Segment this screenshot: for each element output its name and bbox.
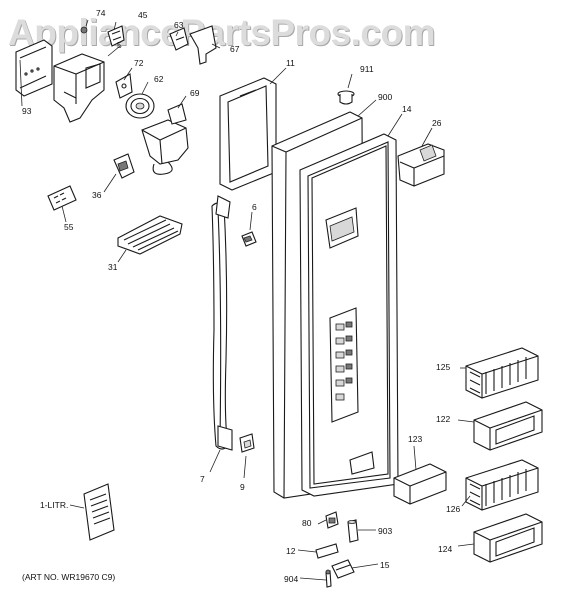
watermark: AppliancePartsPros.com (8, 12, 435, 53)
label-122: 122 (436, 414, 450, 424)
part-904 (325, 569, 332, 588)
label-31: 31 (108, 262, 118, 272)
label-124: 124 (438, 544, 452, 554)
label-903: 903 (378, 526, 392, 536)
label-15: 15 (380, 560, 390, 570)
label-72: 72 (134, 58, 144, 68)
part-36 (113, 153, 135, 179)
part-67 (189, 25, 217, 65)
label-36: 36 (92, 190, 102, 200)
label-62: 62 (154, 74, 164, 84)
label-125: 125 (436, 362, 450, 372)
part-1-litr (83, 483, 115, 541)
part-911 (337, 90, 355, 105)
part-72 (115, 73, 133, 99)
label-900: 900 (378, 92, 392, 102)
part-9 (239, 433, 255, 453)
label-5: 5 (117, 40, 122, 50)
label-63: 63 (174, 20, 184, 30)
callout-labels: 74 45 63 67 5 72 62 93 69 36 55 31 11 91… (22, 8, 460, 584)
part-123 (393, 463, 447, 505)
part-12 (315, 543, 339, 559)
label-123: 123 (408, 434, 422, 444)
label-45: 45 (138, 10, 148, 20)
label-93: 93 (22, 106, 32, 116)
label-67: 67 (230, 44, 240, 54)
art-number: (ART NO. WR19670 C9) (22, 572, 115, 582)
part-74 (80, 26, 88, 34)
label-55: 55 (64, 222, 74, 232)
part-125 (465, 347, 539, 399)
part-126 (465, 459, 539, 511)
label-126: 126 (446, 504, 460, 514)
part-7 (211, 195, 233, 451)
part-6 (241, 231, 257, 247)
part-122 (473, 401, 543, 451)
part-55 (47, 185, 77, 211)
part-93 (15, 39, 53, 97)
part-62 (125, 93, 155, 119)
label-6: 6 (252, 202, 257, 212)
leader-lines (19, 19, 475, 581)
part-80 (325, 511, 339, 529)
label-26: 26 (432, 118, 442, 128)
label-911: 911 (360, 64, 374, 74)
dispenser-buttons (329, 307, 359, 423)
label-7: 7 (200, 474, 205, 484)
label-12: 12 (286, 546, 296, 556)
part-11 (219, 77, 277, 191)
label-80: 80 (302, 518, 312, 528)
part-903 (347, 519, 359, 543)
label-69: 69 (190, 88, 200, 98)
part-69 (141, 103, 189, 175)
part-45 (107, 25, 125, 47)
label-9: 9 (240, 482, 245, 492)
part-31 (117, 215, 183, 255)
label-11: 11 (286, 58, 295, 68)
label-14: 14 (402, 104, 412, 114)
part-26 (397, 143, 445, 187)
label-904: 904 (284, 574, 298, 584)
part-14 (299, 133, 399, 497)
part-5 (53, 53, 105, 123)
label-1-litr: 1-LITR. (40, 500, 68, 510)
part-63 (169, 27, 189, 51)
part-124 (473, 513, 543, 563)
label-74: 74 (96, 8, 106, 18)
part-15 (331, 559, 355, 579)
